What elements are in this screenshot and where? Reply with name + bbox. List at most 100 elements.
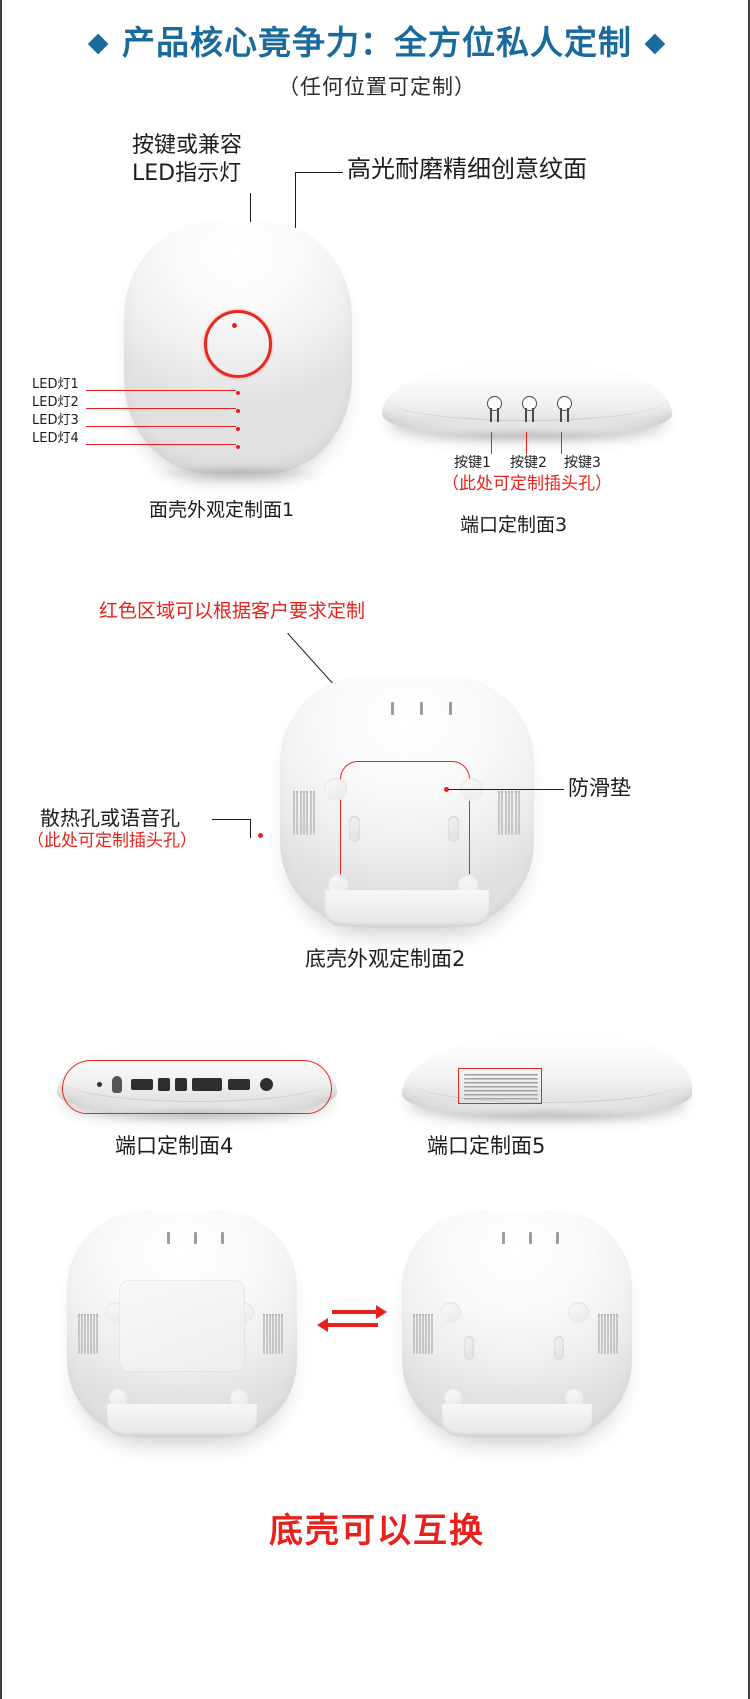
device-swap-shell-left xyxy=(67,1210,297,1438)
button-stem-3a xyxy=(560,408,562,422)
device-side-view-ports xyxy=(382,358,672,436)
diamond-right-icon: ◆ xyxy=(644,27,667,58)
button-stem-2b xyxy=(532,408,534,422)
port-usb-2 xyxy=(158,1077,170,1091)
port-usb-3 xyxy=(175,1077,187,1091)
arrow-left-head xyxy=(317,1318,328,1332)
label-button-led-line1: 按键或兼容 xyxy=(132,133,243,158)
swap-right-pad-4 xyxy=(565,1388,584,1407)
swap-left-pad-4 xyxy=(230,1388,249,1407)
note-plug-hole-top: （此处可定制插头孔） xyxy=(442,474,612,494)
button-hole-2 xyxy=(522,396,537,411)
label-antislip-pad: 防滑垫 xyxy=(568,776,631,800)
page-title: ◆ 产品核心竟争力：全方位私人定制 ◆ xyxy=(88,24,667,62)
leader-line-vent-h xyxy=(212,819,250,820)
led-dot-1 xyxy=(236,391,240,395)
label-led-2: LED灯2 xyxy=(32,395,79,410)
swap-right-slot-2 xyxy=(529,1232,532,1244)
button-hole-1 xyxy=(487,396,502,411)
label-button-1: 按键1 xyxy=(454,455,491,471)
header: ◆ 产品核心竟争力：全方位私人定制 ◆ （任何位置可定制） xyxy=(2,24,750,101)
button-led-dot xyxy=(232,323,237,328)
led-dot-2 xyxy=(236,409,240,413)
label-button-3: 按键3 xyxy=(564,455,601,471)
leader-line-led-4 xyxy=(86,444,236,445)
label-led-1: LED灯1 xyxy=(32,377,79,392)
arrow-right-line xyxy=(332,1310,382,1314)
shell-foot xyxy=(325,890,489,926)
device-side-view-ports-4 xyxy=(57,1035,337,1115)
label-glossy-surface: 高光耐磨精细创意纹面 xyxy=(347,155,587,183)
antislip-pad-bottom-left xyxy=(328,874,349,895)
caption-bottom-shell: 底壳外观定制面2 xyxy=(305,947,466,971)
swap-left-vents-b xyxy=(263,1314,283,1354)
swap-right-pad-3 xyxy=(444,1388,463,1407)
port-power-jack xyxy=(260,1077,273,1091)
port-lan xyxy=(192,1077,222,1091)
side-seam-line-5 xyxy=(410,1060,684,1103)
button-stem-2a xyxy=(525,408,527,422)
port-indicator-led xyxy=(97,1081,102,1087)
device-top-face xyxy=(124,222,352,474)
led-ring-highlight xyxy=(204,310,272,378)
swap-left-slot-1 xyxy=(167,1232,170,1244)
arrow-right-head xyxy=(376,1305,387,1319)
button-stem-1a xyxy=(490,408,492,422)
swap-left-vents-a xyxy=(78,1314,98,1354)
device-bottom-shell xyxy=(280,676,534,928)
vent-holes-side-5 xyxy=(464,1074,538,1100)
port-usb-1 xyxy=(131,1078,153,1090)
arrow-left-line xyxy=(328,1323,378,1327)
button-hole-3 xyxy=(557,396,572,411)
leader-line-led-1 xyxy=(86,390,236,391)
footer-swap-text: 底壳可以互换 xyxy=(269,1511,485,1551)
antislip-pad-bottom-right xyxy=(458,874,479,895)
vent-holes-left xyxy=(293,791,315,835)
swap-left-panel xyxy=(119,1280,245,1372)
leader-line-led-2 xyxy=(86,408,236,409)
swap-left-pad-3 xyxy=(109,1388,128,1407)
side-seam-line xyxy=(388,380,666,421)
antislip-pad-left xyxy=(324,778,347,801)
label-button-led-line2: LED指示灯 xyxy=(132,161,242,186)
top-slot-1 xyxy=(391,702,394,715)
swap-left-foot xyxy=(107,1404,257,1436)
label-vent-hole: 散热孔或语音孔 xyxy=(40,806,180,830)
note-red-area-custom: 红色区域可以根据客户要求定制 xyxy=(99,600,366,622)
top-slot-2 xyxy=(420,702,423,715)
top-slot-3 xyxy=(449,702,452,715)
swap-arrows xyxy=(317,1305,387,1338)
red-box-vent-5 xyxy=(458,1068,542,1104)
vent-point-dot xyxy=(258,833,263,838)
note-plug-hole-middle: （此处可定制插头孔） xyxy=(27,831,197,851)
caption-port-face-5: 端口定制面5 xyxy=(427,1134,546,1158)
swap-right-slot-1 xyxy=(502,1232,505,1244)
antislip-point-dot xyxy=(444,787,449,792)
leader-line-glossy-h xyxy=(295,172,343,173)
button-stem-3b xyxy=(567,408,569,422)
led-dot-4 xyxy=(236,445,240,449)
page-title-text: 产品核心竟争力：全方位私人定制 xyxy=(122,23,632,62)
port-strip-4 xyxy=(97,1074,302,1094)
swap-right-screw-1 xyxy=(464,1336,474,1360)
caption-top-face: 面壳外观定制面1 xyxy=(149,499,295,521)
red-outline-ports-4 xyxy=(62,1060,332,1114)
screw-slot-left xyxy=(349,816,360,842)
label-led-3: LED灯3 xyxy=(32,413,79,428)
leader-line-antislip xyxy=(448,789,564,790)
page-subtitle: （任何位置可定制） xyxy=(278,74,476,99)
port-reset xyxy=(112,1075,122,1093)
leader-line-button-3 xyxy=(561,432,562,454)
swap-left-slot-3 xyxy=(221,1232,224,1244)
button-stem-1b xyxy=(497,408,499,422)
label-led-4: LED灯4 xyxy=(32,431,79,446)
swap-right-pad-1 xyxy=(440,1302,461,1323)
side-seam-line-4 xyxy=(63,1059,331,1102)
led-dot-3 xyxy=(236,427,240,431)
device-side-view-ports-5 xyxy=(402,1030,692,1116)
port-wan xyxy=(228,1078,250,1090)
caption-port-face-4: 端口定制面4 xyxy=(115,1134,234,1158)
swap-right-screw-2 xyxy=(554,1336,564,1360)
leader-line-vent-v xyxy=(250,819,251,838)
label-button-2: 按键2 xyxy=(510,455,547,471)
